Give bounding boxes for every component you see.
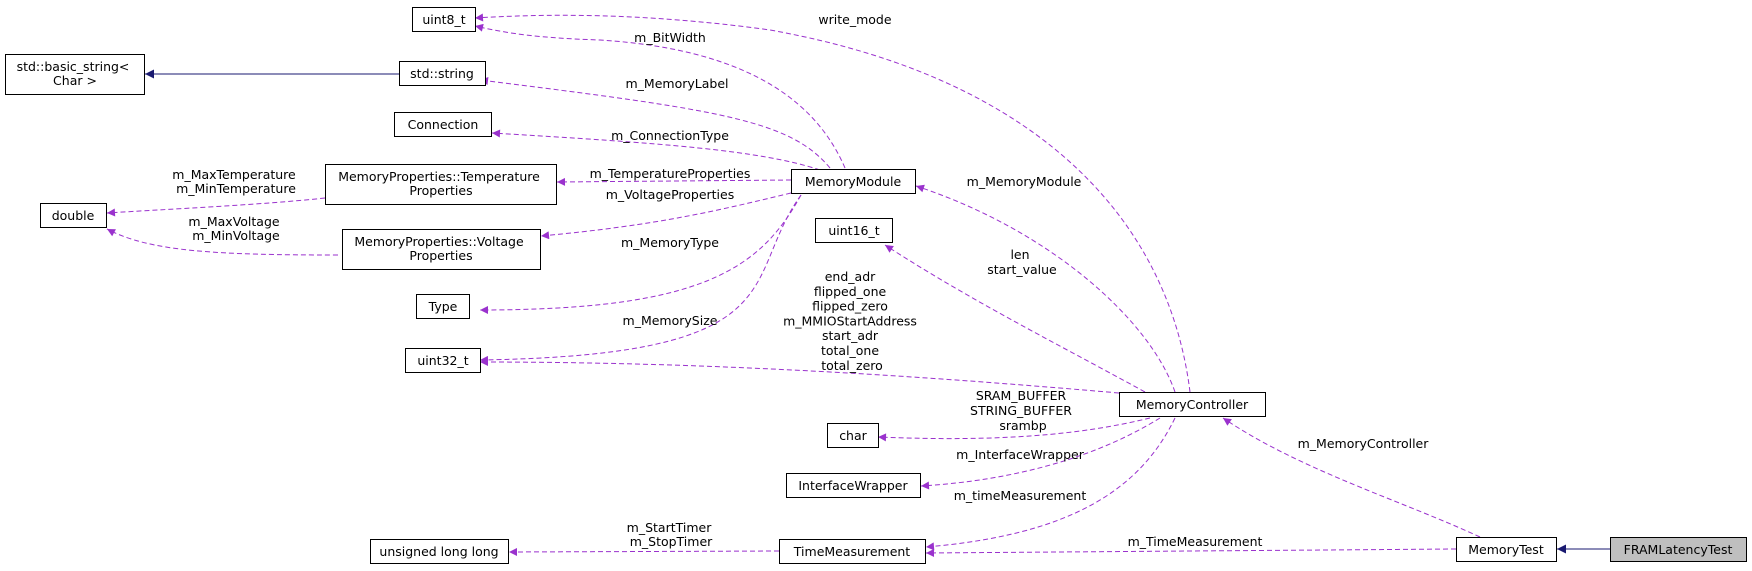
node-time-measurement[interactable]: TimeMeasurement xyxy=(779,539,926,564)
node-type[interactable]: Type xyxy=(416,294,470,319)
svg-text:TimeMeasurement: TimeMeasurement xyxy=(793,544,911,559)
edge-label-time-measurement: m_timeMeasurement xyxy=(954,488,1087,503)
edge-label-char-members: SRAM_BUFFER STRING_BUFFER srambp xyxy=(970,388,1076,433)
edge-label-bitwidth: m_BitWidth xyxy=(634,30,706,45)
edge-label-timers: m_StartTimer m_StopTimer xyxy=(627,520,716,549)
edge-memorycontroller-char xyxy=(877,417,1151,442)
svg-text:char: char xyxy=(839,428,867,443)
edge-label-memory-controller-member: m_MemoryController xyxy=(1298,436,1430,451)
edge-memorytest-timemeasurement xyxy=(925,548,1457,557)
node-unsigned-long-long[interactable]: unsigned long long xyxy=(370,539,509,564)
edge-memorymodule-voltprops xyxy=(540,192,792,240)
edge-labels: write_mode m_BitWidth m_MemoryLabel m_Co… xyxy=(172,12,1429,549)
edge-memorymodule-uint32 xyxy=(479,194,802,364)
svg-text:Connection: Connection xyxy=(408,117,479,132)
node-uint8-t[interactable]: uint8_t xyxy=(412,7,476,32)
edge-label-max-min-volt: m_MaxVoltage m_MinVoltage xyxy=(188,214,283,243)
node-temperature-properties[interactable]: MemoryProperties::Temperature Properties xyxy=(325,164,557,205)
node-memory-module[interactable]: MemoryModule xyxy=(791,169,916,194)
svg-text:std::string: std::string xyxy=(410,66,474,81)
node-fram-latency-test[interactable]: FRAMLatencyTest xyxy=(1610,537,1747,562)
edge-memorycontroller-timemeasurement xyxy=(925,417,1176,551)
edge-memorymodule-string xyxy=(479,77,831,169)
svg-text:MemoryController: MemoryController xyxy=(1136,397,1249,412)
node-std-string[interactable]: std::string xyxy=(399,61,486,86)
nodes: uint8_t std::basic_string< Char > std::s… xyxy=(5,7,1747,564)
svg-text:uint32_t: uint32_t xyxy=(417,353,468,368)
edge-memorymodule-uint8 xyxy=(474,23,846,169)
svg-text:MemoryTest: MemoryTest xyxy=(1468,542,1544,557)
edge-memorymodule-type xyxy=(479,194,802,314)
svg-text:MemoryProperties::Voltage: MemoryProperties::Voltage Properties xyxy=(354,234,527,263)
node-interface-wrapper[interactable]: InterfaceWrapper xyxy=(786,473,921,498)
svg-text:InterfaceWrapper: InterfaceWrapper xyxy=(798,478,908,493)
svg-text:Type: Type xyxy=(428,299,458,314)
node-uint32-t[interactable]: uint32_t xyxy=(405,348,481,373)
edge-label-memory-label: m_MemoryLabel xyxy=(626,76,729,91)
edge-memorycontroller-uint16 xyxy=(884,244,1146,393)
edge-label-voltage-props: m_VoltageProperties xyxy=(606,187,735,202)
node-memory-controller[interactable]: MemoryController xyxy=(1119,392,1266,417)
svg-text:FRAMLatencyTest: FRAMLatencyTest xyxy=(1624,542,1733,557)
edge-voltprops-double xyxy=(106,228,339,256)
node-memory-test[interactable]: MemoryTest xyxy=(1456,537,1557,562)
edge-timemeasurement-ull xyxy=(508,547,780,556)
node-voltage-properties[interactable]: MemoryProperties::Voltage Properties xyxy=(342,229,541,270)
edge-tempprops-double xyxy=(106,197,326,217)
edge-memorycontroller-uint32 xyxy=(479,358,1120,394)
edge-memorycontroller-uint8 xyxy=(474,13,1191,393)
node-basic-string[interactable]: std::basic_string< Char > xyxy=(5,54,145,95)
edge-label-memory-type: m_MemoryType xyxy=(621,235,719,250)
node-char[interactable]: char xyxy=(827,423,879,448)
svg-text:unsigned long long: unsigned long long xyxy=(379,544,498,559)
svg-text:MemoryModule: MemoryModule xyxy=(805,174,902,189)
edge-memorytest-memorycontroller xyxy=(1222,417,1481,538)
edge-label-write-mode: write_mode xyxy=(818,12,891,27)
edge-label-uint32-members: end_adr flipped_one flipped_zero m_MMIOS… xyxy=(783,269,921,373)
edges xyxy=(106,13,1610,557)
edge-label-time-measurement-test: m_TimeMeasurement xyxy=(1128,534,1263,549)
edge-label-temperature-props: m_TemperatureProperties xyxy=(590,166,751,181)
svg-text:double: double xyxy=(52,208,95,223)
edge-label-len-start: len start_value xyxy=(987,247,1057,277)
edge-label-connection-type: m_ConnectionType xyxy=(611,128,729,143)
edge-memorymodule-connection xyxy=(491,129,821,171)
edge-memorycontroller-memorymodule xyxy=(915,184,1176,393)
svg-text:uint8_t: uint8_t xyxy=(422,12,465,27)
node-double[interactable]: double xyxy=(40,203,107,228)
svg-text:uint16_t: uint16_t xyxy=(828,223,879,238)
edge-label-memory-size: m_MemorySize xyxy=(623,313,718,328)
edge-memorycontroller-interfacewrapper xyxy=(920,417,1161,490)
edge-label-max-min-temp: m_MaxTemperature m_MinTemperature xyxy=(172,167,299,196)
edge-label-memory-module-member: m_MemoryModule xyxy=(967,174,1082,189)
node-uint16-t[interactable]: uint16_t xyxy=(815,218,893,243)
svg-text:std::basic_string< Cha: std::basic_string< Char > xyxy=(17,59,134,88)
node-connection[interactable]: Connection xyxy=(394,112,492,137)
edge-label-interface-wrapper: m_InterfaceWrapper xyxy=(956,447,1085,462)
edge-memorymodule-tempprops xyxy=(556,177,792,186)
svg-text:MemoryProperties::Temperature: MemoryProperties::Temperature Properties xyxy=(338,169,544,198)
